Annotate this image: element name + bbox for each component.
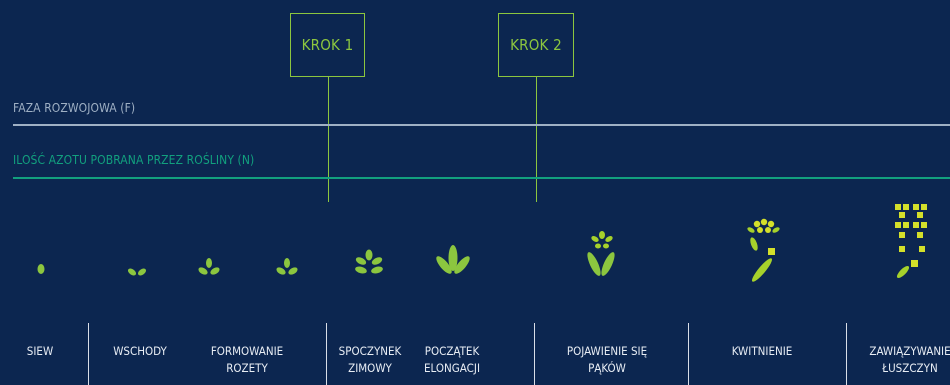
stage-separator bbox=[688, 323, 689, 385]
nitrogen-row-label: ILOŚĆ AZOTU POBRANA PRZEZ ROŚLINY (N) bbox=[13, 153, 255, 167]
phase-row-label: FAZA ROZWOJOWA (F) bbox=[13, 101, 136, 115]
stage-label-pojawienie-sie-pakow: POJAWIENIE SIĘ PĄKÓW bbox=[566, 344, 648, 375]
stage-label-formowanie-rozety: FORMOWANIE ROZETY bbox=[210, 344, 284, 375]
stage-separator bbox=[326, 323, 327, 385]
elongation-plant-icon bbox=[436, 245, 470, 274]
stage-label-kwitnienie: KWITNIENIE bbox=[731, 344, 793, 358]
stage-separator bbox=[846, 323, 847, 385]
seed-icon bbox=[37, 264, 45, 274]
small-plant-icon bbox=[198, 258, 220, 275]
step-label-1: KROK 1 bbox=[301, 36, 354, 54]
pod-plant-icon bbox=[895, 204, 927, 279]
stage-label-siew: SIEW bbox=[26, 344, 54, 358]
step-line-2 bbox=[536, 77, 537, 202]
nitrogen-row-line bbox=[13, 177, 950, 179]
step-line-1 bbox=[328, 77, 329, 202]
step-label-2: KROK 2 bbox=[510, 36, 562, 54]
step-box-2: KROK 2 bbox=[498, 13, 574, 77]
stage-label-poczatek-elongacji: POCZĄTEK ELONGACJI bbox=[424, 344, 480, 375]
stage-label-spoczynek-zimowy: SPOCZYNEK ZIMOWY bbox=[338, 344, 402, 375]
sprout-icon bbox=[127, 268, 147, 276]
stage-label-wschody: WSCHODY bbox=[113, 344, 167, 358]
stage-separator bbox=[88, 323, 89, 385]
stage-separator bbox=[534, 323, 535, 385]
flowering-plant-icon bbox=[747, 218, 780, 282]
bud-plant-icon bbox=[587, 231, 615, 276]
winter-rosette-icon bbox=[355, 249, 383, 274]
small-plant-icon bbox=[276, 258, 298, 275]
stage-label-zawiazywanie-luszczyn: ZAWIĄZYWANIE ŁUSZCZYN bbox=[869, 344, 950, 375]
phase-row-line bbox=[13, 124, 950, 126]
step-box-1: KROK 1 bbox=[290, 13, 365, 77]
